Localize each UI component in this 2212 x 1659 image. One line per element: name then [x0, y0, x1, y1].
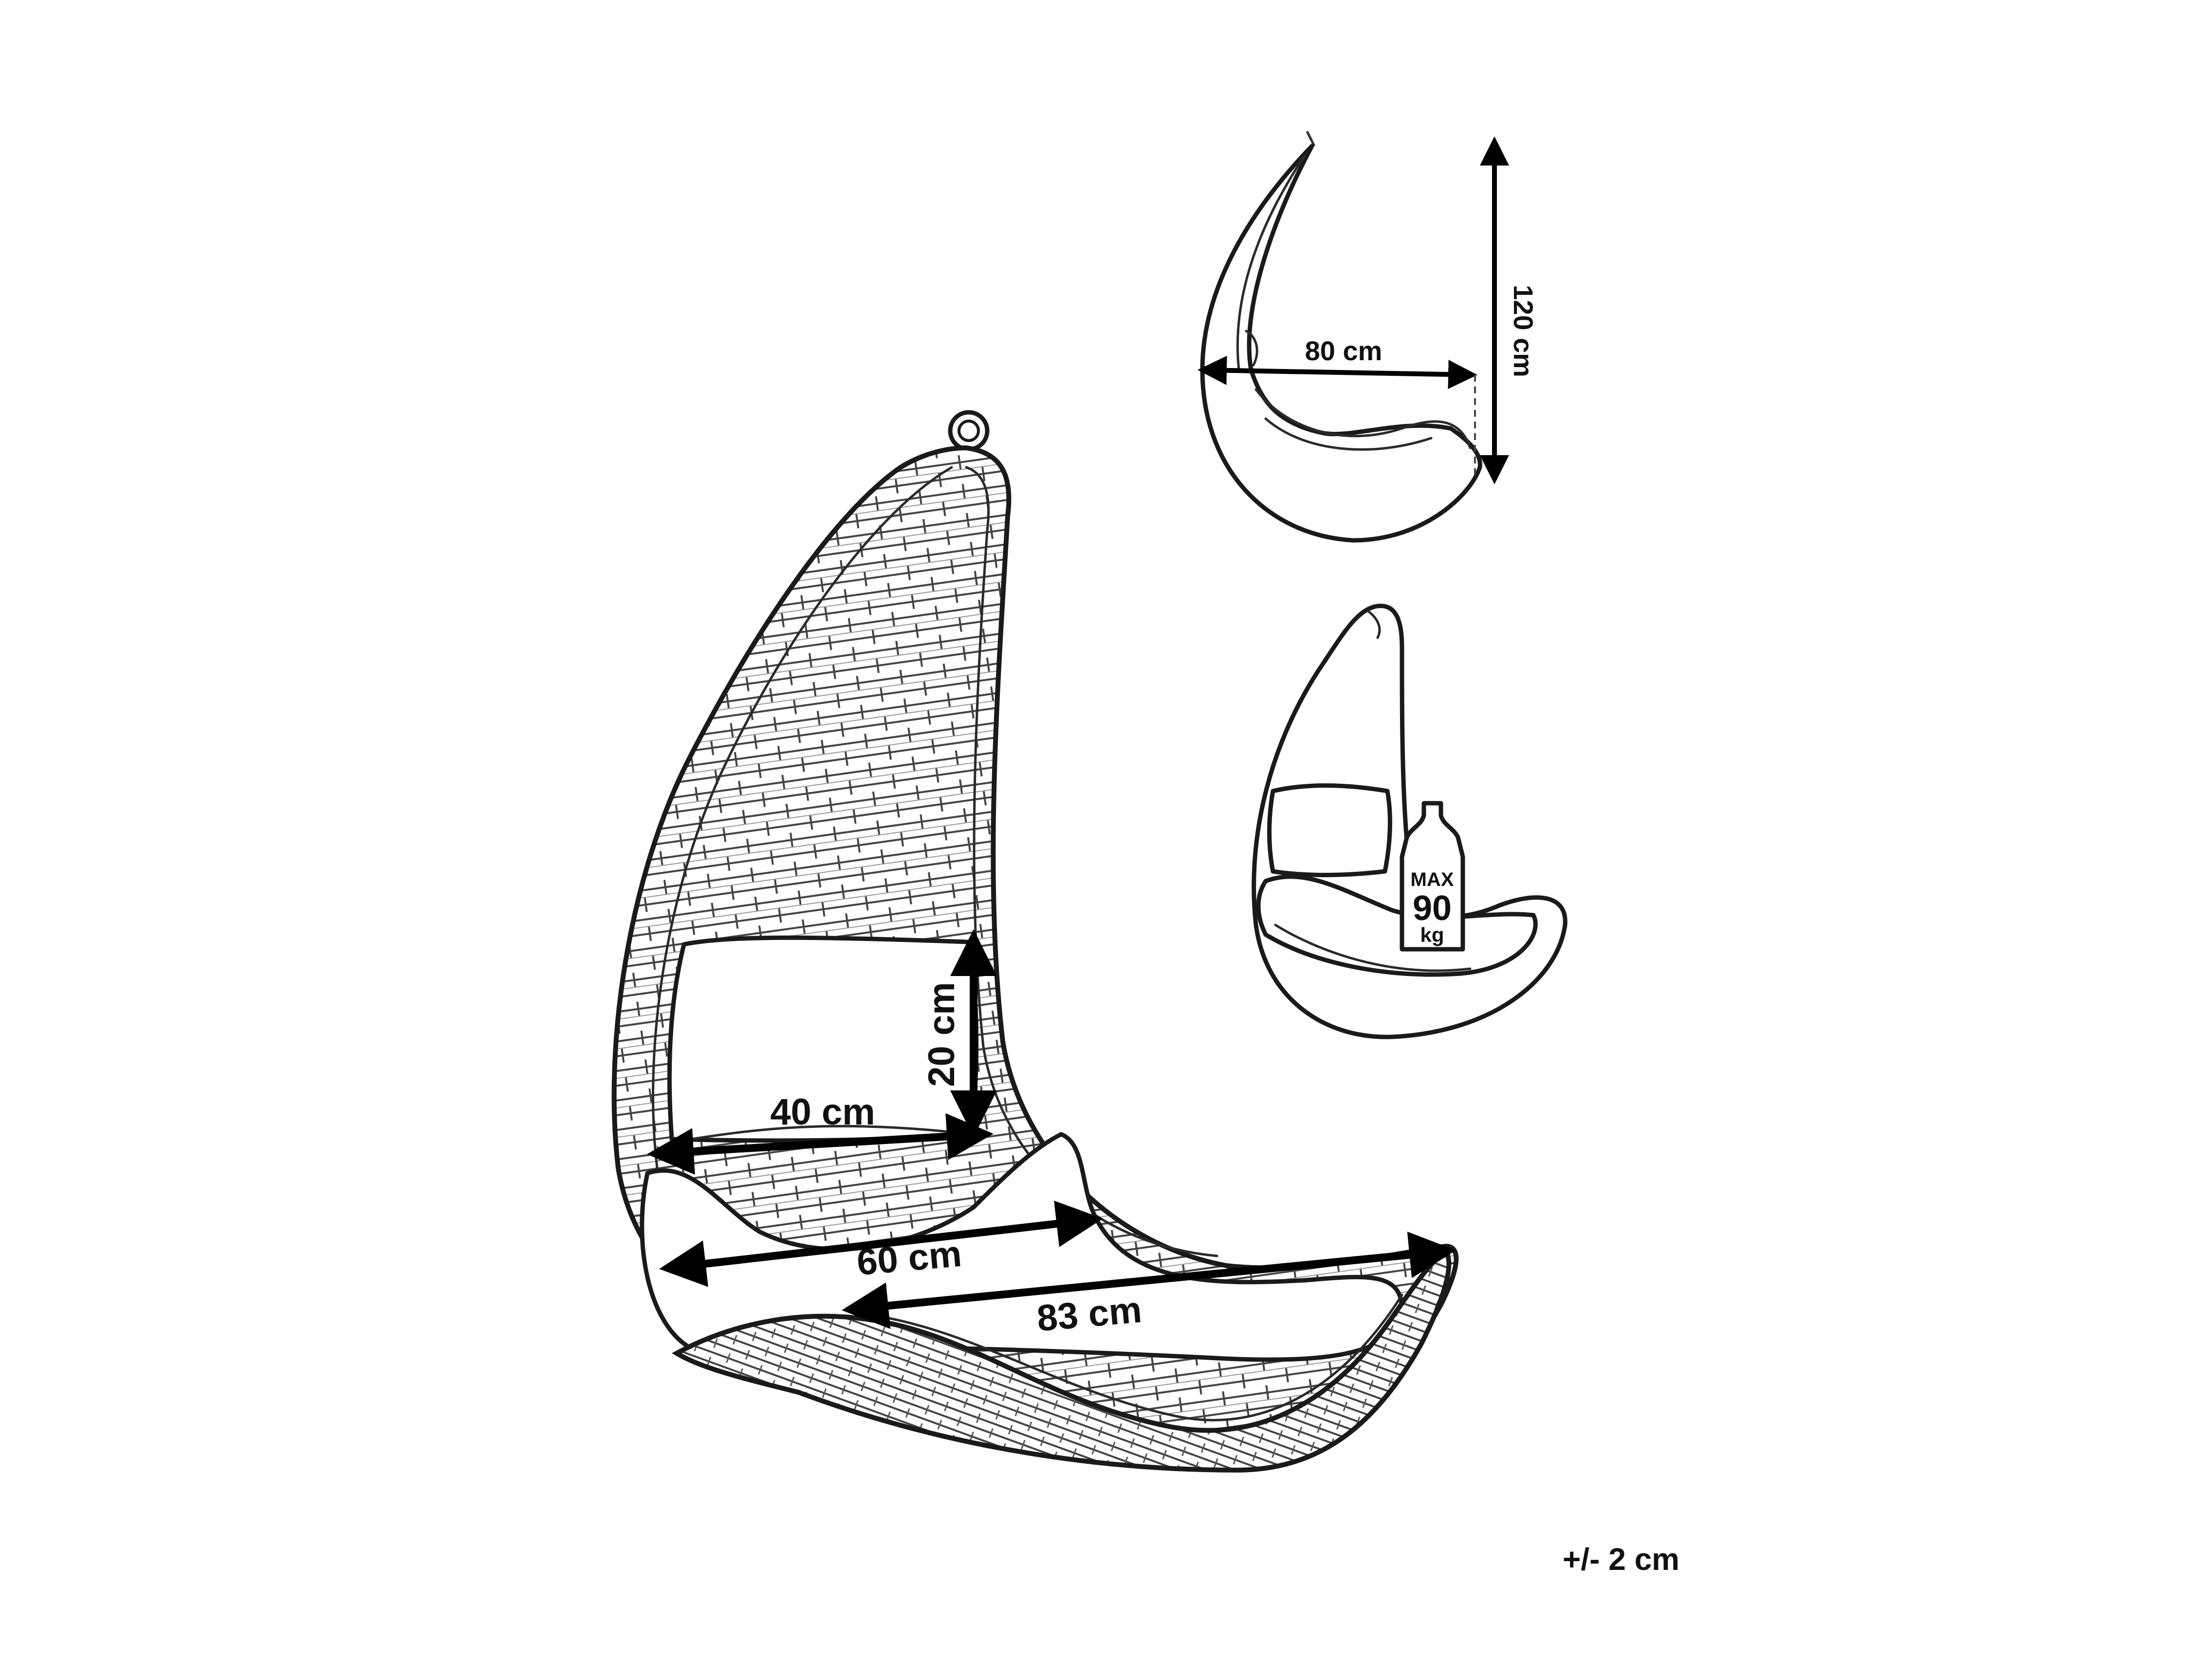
tolerance-note: +/- 2 cm	[1563, 1542, 1679, 1577]
side-depth-label: 80 cm	[1305, 335, 1382, 366]
max-weight-label: MAX	[1411, 869, 1454, 890]
max-weight-badge: MAX 90 kg	[1400, 801, 1465, 952]
side-view-dimensions: 80 cm 120 cm	[1198, 136, 1539, 484]
side-depth-arrow	[1198, 355, 1477, 389]
side-height-label: 120 cm	[1508, 285, 1539, 377]
side-view-seat-cushion	[1254, 388, 1472, 449]
weight-view-chair-drawing	[1252, 604, 1567, 1039]
seat-length-label: 83 cm	[1035, 1289, 1143, 1339]
pillow-height-label: 20 cm	[921, 982, 962, 1087]
main-chair-dimensions: 20 cm 40 cm 60 cm 83 cm	[647, 929, 1456, 1339]
weight-view-pillow	[1267, 783, 1392, 877]
max-weight-value: 90	[1413, 889, 1452, 928]
weight-icon	[1400, 801, 1465, 952]
pillow-width-label: 40 cm	[770, 1091, 875, 1133]
seat-length-arrow	[842, 1231, 1456, 1329]
max-weight-unit: kg	[1420, 923, 1444, 946]
pillow-width-arrow	[647, 1113, 994, 1175]
